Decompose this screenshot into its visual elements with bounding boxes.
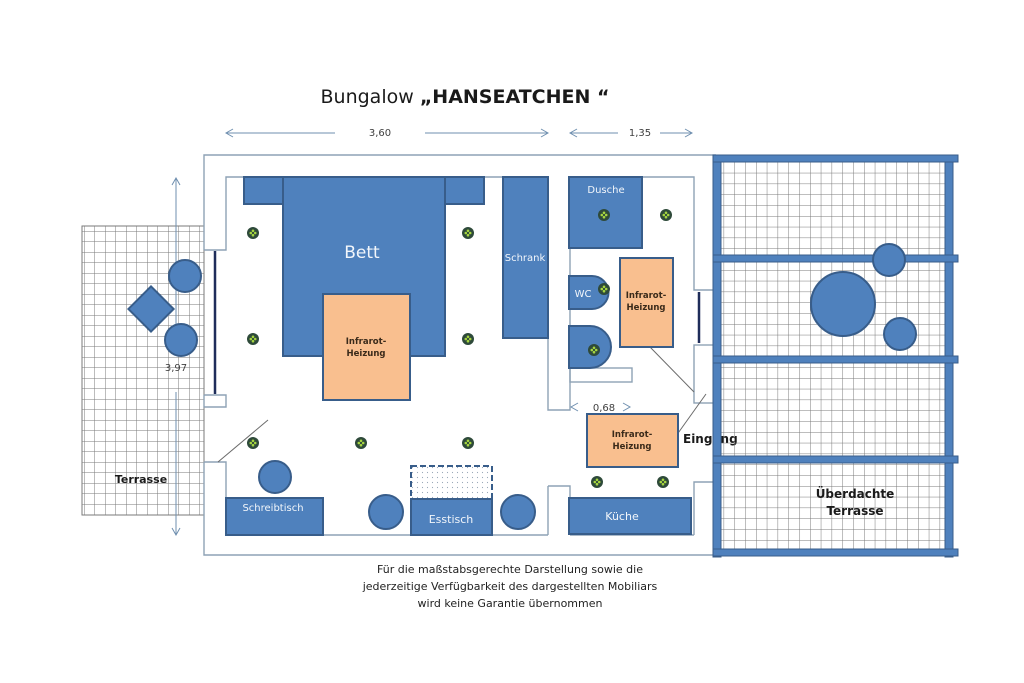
dimension-width-main: [224, 128, 550, 138]
svg-text:Infrarot-: Infrarot-: [346, 337, 387, 347]
heater-entrance: Infrarot- Heizung: [586, 413, 679, 468]
dimension-label-depth: 3,97: [165, 363, 187, 374]
wc: WC: [568, 275, 610, 310]
shower-label: Dusche: [587, 185, 624, 196]
dimension-width-side: [568, 128, 694, 138]
covered-terrace-chair-1: [872, 243, 906, 277]
svg-text:Infrarot-: Infrarot-: [626, 291, 667, 301]
desk: Schreibtisch: [225, 497, 324, 536]
svg-text:jederzeitige Verfügbarkeit des: jederzeitige Verfügbarkeit des dargestel…: [362, 580, 658, 593]
svg-text:Heizung: Heizung: [627, 303, 666, 313]
terrace-left-label: Terrasse: [115, 473, 167, 486]
heater-bedroom: Infrarot- Heizung: [322, 293, 411, 401]
terrace-chair-1: [168, 259, 202, 293]
kitchen: Küche: [568, 497, 692, 535]
dining-table-label: Esstisch: [429, 513, 474, 526]
covered-terrace-table: [810, 271, 876, 337]
page-title: Bungalow „HANSEATCHEN “: [321, 86, 610, 108]
desk-chair: [258, 460, 292, 494]
terrace-chair-2: [164, 323, 198, 357]
dimension-passage: [569, 402, 632, 412]
dining-chair-right: [500, 494, 536, 530]
svg-text:Für die maßstabsgerechte Darst: Für die maßstabsgerechte Darstellung sow…: [377, 563, 643, 576]
wardrobe-label: Schrank: [505, 253, 546, 264]
terrace-table: [126, 284, 176, 334]
desk-label: Schreibtisch: [242, 503, 303, 514]
wardrobe: Schrank: [502, 176, 549, 339]
dimension-label-width-main: 3,60: [369, 128, 391, 139]
dining-chair-left: [368, 494, 404, 530]
svg-text:Heizung: Heizung: [613, 442, 652, 452]
heater-bathroom: Infrarot- Heizung: [619, 257, 674, 348]
dimension-label-width-side: 1,35: [629, 128, 651, 139]
svg-text:Heizung: Heizung: [347, 349, 386, 359]
wc-label: WC: [575, 289, 592, 300]
covered-terrace-label-1: Überdachte: [816, 486, 895, 501]
covered-terrace-beams: [712, 154, 959, 558]
svg-text:Infrarot-: Infrarot-: [612, 430, 653, 440]
svg-text:wird keine Garantie übernommen: wird keine Garantie übernommen: [418, 597, 603, 610]
kitchen-label: Küche: [605, 510, 639, 523]
dimension-label-passage: 0,68: [593, 403, 615, 414]
dining-table: Esstisch: [410, 498, 493, 536]
door-swing-bath: [649, 346, 695, 393]
disclaimer: Für die maßstabsgerechte Darstellung sow…: [362, 563, 658, 610]
bed-label: Bett: [344, 243, 380, 263]
covered-terrace-label-2: Terrasse: [826, 504, 883, 518]
dining-table-extension: [410, 465, 493, 500]
covered-terrace-chair-2: [883, 317, 917, 351]
door-swing-terrace: [217, 419, 269, 463]
